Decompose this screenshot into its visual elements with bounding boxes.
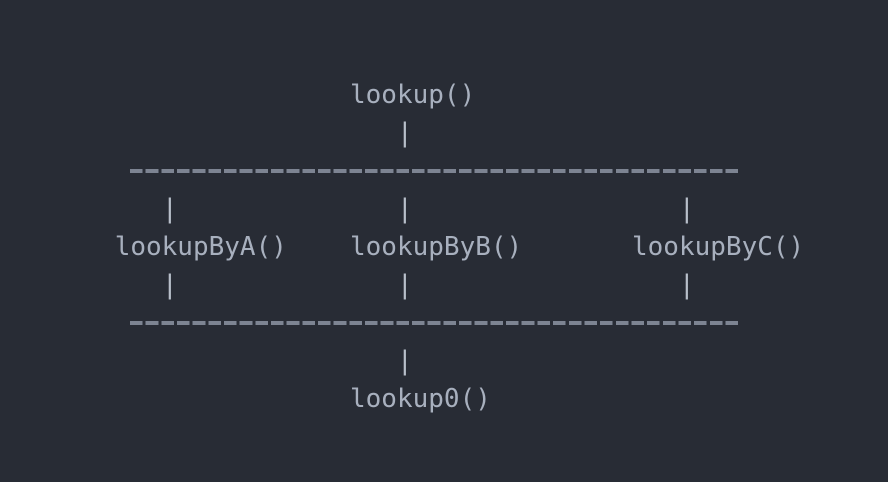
connector-pipe-c-top: | [679, 194, 695, 224]
connector-pipe-c-bottom: | [679, 270, 695, 300]
connector-pipe-a-top: | [162, 194, 178, 224]
connector-pipe-a-bottom: | [162, 270, 178, 300]
connector-pipe-b-bottom: | [397, 270, 413, 300]
node-lookup0: lookup0() [350, 384, 491, 414]
node-lookup: lookup() [350, 80, 476, 110]
dashed-divider-bottom [130, 321, 738, 325]
node-lookupByB: lookupByB() [350, 232, 523, 262]
dashed-divider-top [130, 169, 738, 173]
connector-pipe-b-top: | [397, 194, 413, 224]
connector-pipe-root: | [397, 118, 413, 148]
node-lookupByC: lookupByC() [632, 232, 805, 262]
connector-pipe-sink: | [397, 346, 413, 376]
node-lookupByA: lookupByA() [114, 232, 287, 262]
